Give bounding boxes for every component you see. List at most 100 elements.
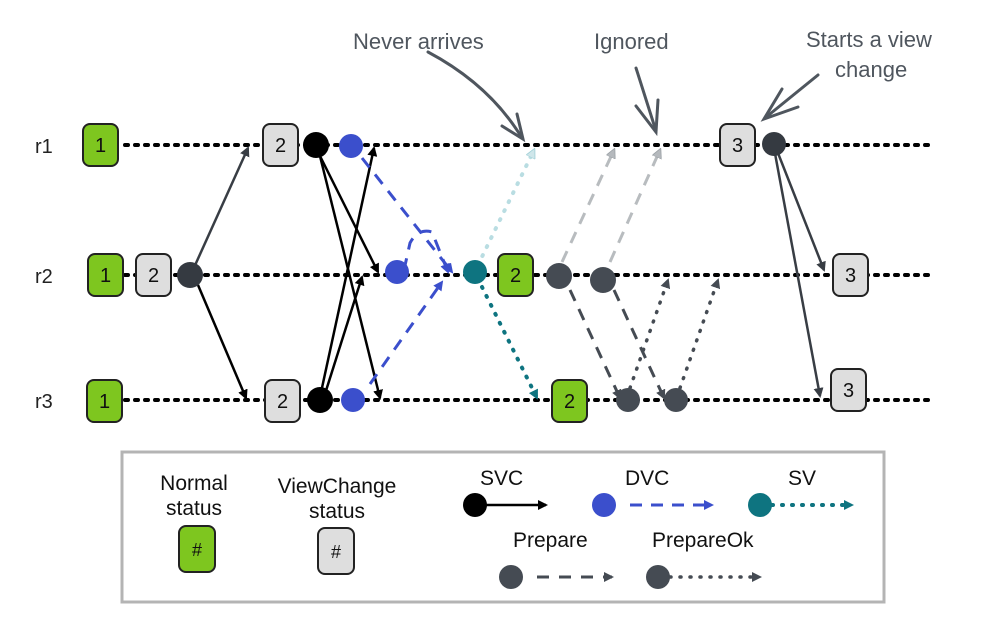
legend-dvc-label: DVC [625,467,669,490]
legend-prepare-dot [499,565,523,589]
dvc-origin-r3 [341,388,365,412]
starts-view-change-pointer [763,73,820,120]
legend-viewchange-label-2: status [309,500,365,523]
annotation-starts-view-change-2: change [835,57,907,82]
sv-origin-r2 [463,260,487,284]
prepareok-r3-to-r2-2 [678,278,721,390]
status-box-r3-view1-normal: 1 [86,379,123,423]
status-box-view-number: 2 [148,265,159,287]
sv-messages [476,150,539,400]
prepare-r2-to-r1-ignored-1 [560,150,614,263]
status-box-frame [86,379,123,423]
svc-view3-messages [772,147,826,398]
status-box-r2-view2-viewchange: 2 [135,253,172,297]
status-box-r2-view1-normal: 1 [87,253,124,297]
legend-normal-label-1: Normal [160,472,228,495]
prepare-origin-r2-2 [590,267,616,293]
svc-r1-to-r3 [316,147,383,400]
svc-origin-r1 [303,132,329,158]
svc-r2-to-r3 [196,284,248,400]
never-arrives-arrowhead [500,112,526,143]
dvc-r2-self [402,229,450,274]
status-box-frame [832,253,869,297]
status-box-view-number: 1 [95,135,106,157]
status-box-view-number: 3 [845,265,856,287]
legend-prepare-label: Prepare [513,529,588,552]
svc-r2-to-r1 [190,146,250,273]
status-box-r2-view2-normal: 2 [497,253,534,297]
starts-view-change-arrowhead [760,87,800,122]
svc-r3-to-r2 [322,275,365,398]
prepareok-r3-to-r2-1 [628,278,671,390]
dvc-r3-to-r2 [368,280,444,385]
prepareok-origin-r3-2 [664,388,688,412]
legend-svc-label: SVC [480,467,523,490]
status-box-view-number: 2 [564,391,575,413]
legend-dvc-dot [592,493,616,517]
status-box-view-number: 2 [277,391,288,413]
dvc-origin-r2 [385,260,409,284]
replica-label-r3: r3 [35,391,53,413]
legend: Normal status # ViewChange status # SVC … [120,450,886,604]
legend-normal-box [178,525,216,573]
legend-sv-label: SV [788,467,816,490]
annotation-starts-view-change-1: Starts a view [806,27,932,52]
legend-viewchange-label-1: ViewChange [278,475,397,498]
status-box-frame [497,253,534,297]
replica-label-r1: r1 [35,136,53,158]
legend-viewchange-box [317,527,355,575]
status-box-view-number: 1 [99,391,110,413]
status-boxes: 1 1 2 1 2 2 2 2 3 3 3 [82,123,869,423]
status-box-r3-view2-viewchange: 2 [264,379,301,423]
status-box-frame [87,253,124,297]
message-origins [177,132,786,413]
ignored-arrowhead [634,98,660,137]
svc-origin-r3 [307,387,333,413]
prepareok-messages [628,278,721,390]
svc-origin-r2 [177,262,203,288]
annotation-never-arrives: Never arrives [353,29,484,54]
never-arrives-pointer [426,50,524,140]
status-box-r2-view3-viewchange: 3 [832,253,869,297]
svc-r1-to-r2-view3 [774,147,826,272]
annotations [426,50,820,143]
status-box-frame [135,253,172,297]
status-box-r3-view3-viewchange: 3 [830,368,867,412]
svc-messages [190,146,383,400]
replica-label-r2: r2 [35,266,53,288]
status-box-r1-view3-viewchange: 3 [719,123,756,167]
dvc-messages [360,157,454,385]
status-box-frame [264,379,301,423]
legend-svc-dot [463,493,487,517]
status-box-view-number: 2 [275,135,286,157]
svc-r3-to-r1 [318,146,378,398]
status-box-view-number: 3 [843,380,854,402]
sv-r2-to-r3 [480,285,539,400]
status-box-frame [82,123,119,167]
status-box-view-number: 2 [510,265,521,287]
svc-r1-to-r2 [314,147,380,274]
legend-sv-dot [748,493,772,517]
svc-origin-r1-view3 [762,132,786,156]
status-box-frame [830,368,867,412]
status-box-frame [551,379,588,423]
sv-r2-to-r1-lost [476,150,536,267]
legend-prepareok-dot [646,565,670,589]
dvc-r1-to-r2 [360,157,454,274]
status-box-frame [262,123,299,167]
svc-r1-to-r3-view3 [772,147,824,398]
prepare-r2-to-r1-ignored-2 [608,150,660,263]
status-box-view-number: 1 [100,265,111,287]
ignored-pointer [634,66,658,133]
status-box-frame [719,123,756,167]
status-box-r1-view1-normal: 1 [82,123,119,167]
prepare-r2-to-r3-2 [612,289,666,400]
status-box-r3-view2-normal: 2 [551,379,588,423]
legend-normal-box-symbol: # [192,540,202,560]
prepare-origin-r2-1 [546,263,572,289]
annotation-ignored: Ignored [594,29,669,54]
status-box-view-number: 3 [732,135,743,157]
status-box-r1-view2-viewchange: 2 [262,123,299,167]
dvc-origin-r1 [339,134,363,158]
